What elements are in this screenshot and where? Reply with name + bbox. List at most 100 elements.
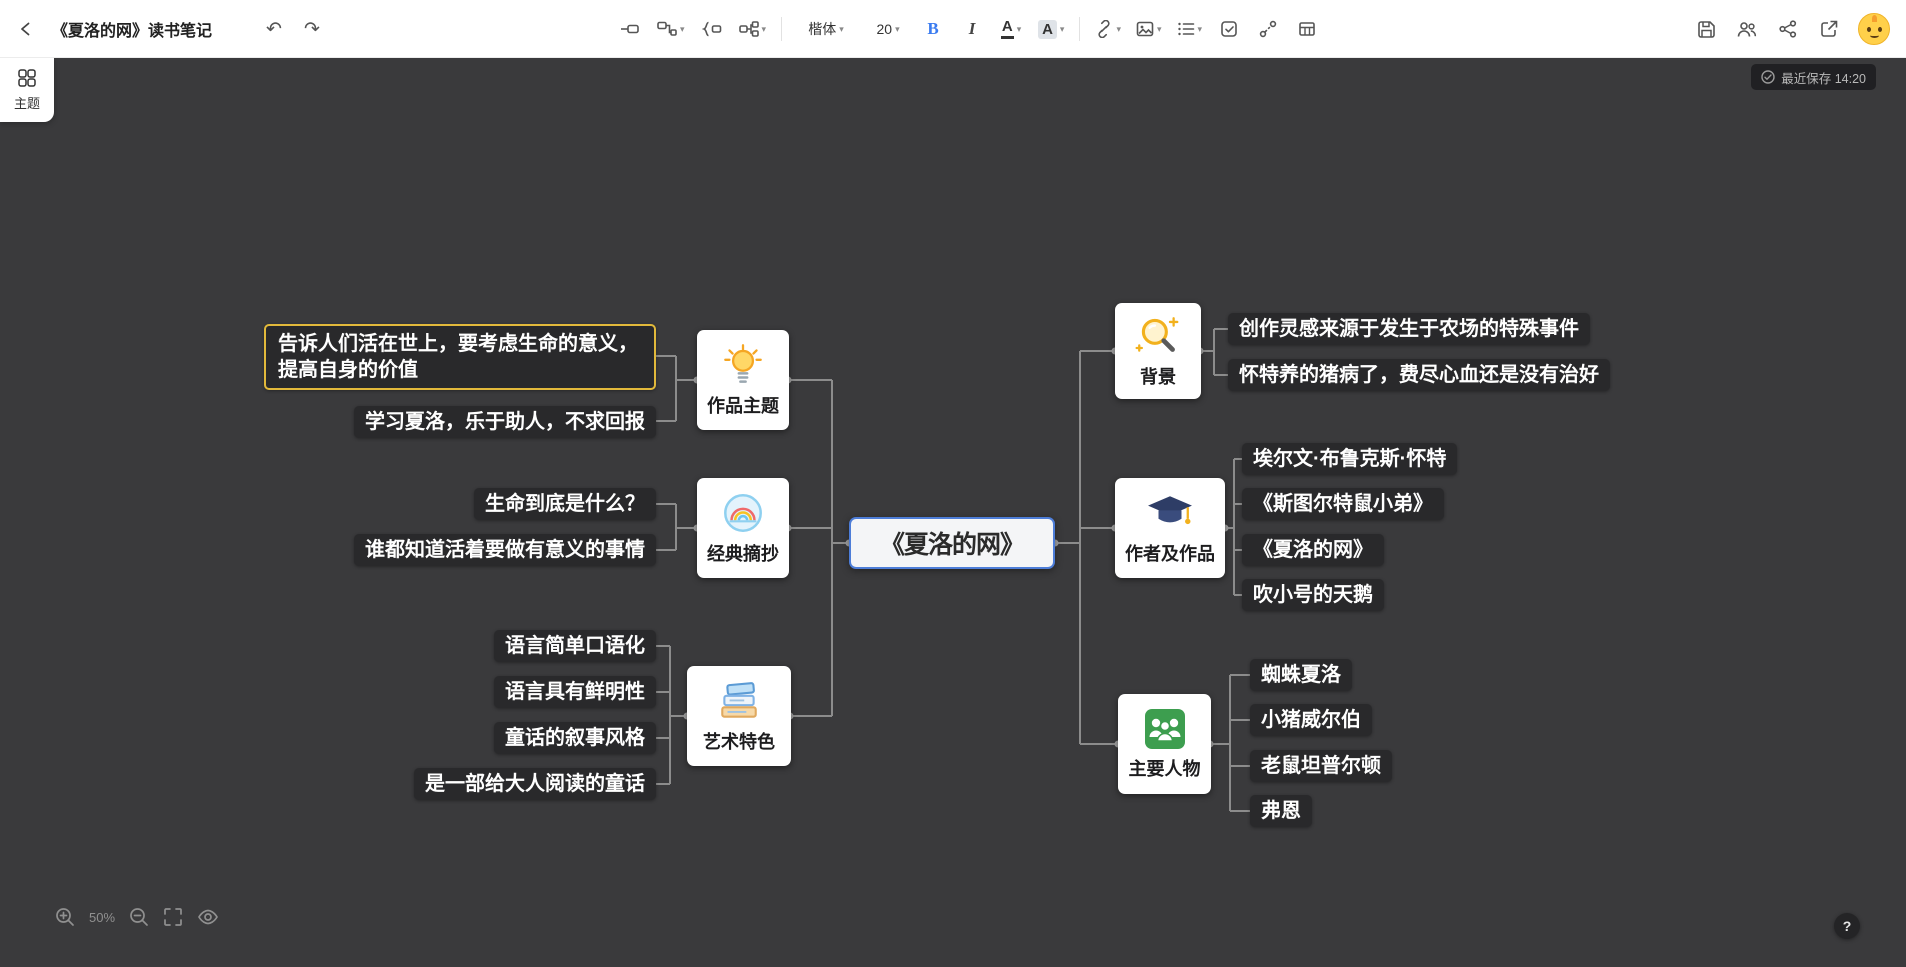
image-icon xyxy=(1136,21,1154,37)
outline-list-icon xyxy=(1177,22,1194,36)
font-color-icon: A xyxy=(1000,19,1014,39)
child-topic[interactable]: 小猪威尔伯 xyxy=(1250,704,1372,736)
child-topic[interactable]: 语言简单口语化 xyxy=(494,630,656,662)
insert-relationship-button[interactable] xyxy=(1256,14,1280,44)
child-topic[interactable]: 语言具有鲜明性 xyxy=(494,676,656,708)
view-mode-button[interactable] xyxy=(197,907,219,927)
avatar-mouth xyxy=(1870,33,1879,38)
people-icon xyxy=(1144,709,1185,749)
child-topic[interactable]: 怀特养的猪病了，费尽心血还是没有治好 xyxy=(1228,359,1610,391)
dropdown-caret-icon: ▾ xyxy=(895,23,900,34)
dropdown-caret-icon: ▾ xyxy=(761,23,767,34)
collaborators-button[interactable] xyxy=(1735,14,1759,44)
magnifier-icon xyxy=(1135,317,1179,352)
books-icon xyxy=(721,682,757,718)
italic-icon: I xyxy=(968,19,976,38)
redo-icon: ↷ xyxy=(304,18,320,40)
branch-topic-characters[interactable]: 主要人物 xyxy=(1118,694,1211,794)
theme-panel-button[interactable]: 主题 xyxy=(0,58,54,122)
help-button[interactable]: ? xyxy=(1834,913,1860,939)
child-topic[interactable]: 老鼠坦普尔顿 xyxy=(1250,750,1392,782)
back-button[interactable] xyxy=(14,14,38,44)
insert-child-topic-button[interactable]: ▾ xyxy=(657,14,685,44)
save-icon xyxy=(1697,20,1715,38)
bold-button[interactable]: B xyxy=(921,14,945,44)
branch-label: 作者及作品 xyxy=(1125,544,1215,564)
undo-icon: ↶ xyxy=(266,18,282,40)
fit-screen-icon xyxy=(164,908,182,926)
child-topic[interactable]: 埃尔文·布鲁克斯·怀特 xyxy=(1242,443,1458,475)
branch-topic-author-works[interactable]: 作者及作品 xyxy=(1115,478,1225,578)
child-topic[interactable]: 谁都知道活着要做有意义的事情 xyxy=(354,534,656,566)
child-topic[interactable]: 生命到底是什么？ xyxy=(474,488,656,520)
insert-summary-button[interactable] xyxy=(700,14,724,44)
avatar-hair xyxy=(1872,15,1877,22)
zoom-in-icon xyxy=(56,908,74,926)
lightbulb-icon xyxy=(724,344,762,383)
zoom-out-icon xyxy=(130,908,148,926)
toolbar-divider xyxy=(1079,17,1081,41)
insert-outline-button[interactable]: ▾ xyxy=(1177,14,1203,44)
theme-grid-icon xyxy=(18,68,36,87)
italic-button[interactable]: I xyxy=(960,14,984,44)
insert-table-button[interactable] xyxy=(1295,14,1319,44)
document-title[interactable]: 《夏洛的网》读书笔记 xyxy=(52,23,213,40)
insert-structure-button[interactable]: ▾ xyxy=(738,14,767,44)
insert-sibling-topic-button[interactable] xyxy=(618,14,642,44)
export-button[interactable] xyxy=(1817,14,1841,44)
child-topic[interactable]: 学习夏洛，乐于助人，不求回报 xyxy=(354,406,656,438)
avatar-eye xyxy=(1878,27,1882,32)
child-topic[interactable]: 童话的叙事风格 xyxy=(494,722,656,754)
save-button[interactable] xyxy=(1694,14,1718,44)
zoom-out-button[interactable] xyxy=(129,907,149,927)
bold-icon: B xyxy=(927,19,939,38)
child-topic[interactable]: 《夏洛的网》 xyxy=(1242,534,1384,566)
branch-label: 经典摘抄 xyxy=(707,544,779,564)
fit-screen-button[interactable] xyxy=(163,907,183,927)
open-external-icon xyxy=(1821,20,1838,37)
branch-topic-excerpts[interactable]: 经典摘抄 xyxy=(697,478,789,578)
child-topic[interactable]: 《斯图尔特鼠小弟》 xyxy=(1242,488,1444,520)
branch-topic-background[interactable]: 背景 xyxy=(1115,303,1201,399)
dropdown-caret-icon: ▾ xyxy=(1116,23,1121,34)
avatar-eye xyxy=(1867,27,1871,32)
chevron-left-icon xyxy=(21,22,30,36)
user-avatar[interactable] xyxy=(1858,13,1890,45)
insert-link-button[interactable]: ▾ xyxy=(1095,14,1121,44)
child-topic-highlighted[interactable]: 告诉人们活在世上，要考虑生命的意义，提高自身的价值 xyxy=(264,324,656,390)
insert-structure-icon xyxy=(738,21,759,37)
dropdown-caret-icon: ▾ xyxy=(839,23,844,34)
child-topic[interactable]: 创作灵感来源于发生于农场的特殊事件 xyxy=(1228,313,1590,345)
font-size-select[interactable]: 20 ▾ xyxy=(870,14,906,44)
root-node[interactable]: 《夏洛的网》 xyxy=(849,517,1055,569)
child-topic[interactable]: 弗恩 xyxy=(1250,795,1312,827)
dropdown-caret-icon: ▾ xyxy=(680,23,685,34)
child-topic[interactable]: 蜘蛛夏洛 xyxy=(1250,659,1352,691)
branch-topic-art-features[interactable]: 艺术特色 xyxy=(687,666,791,766)
insert-image-button[interactable]: ▾ xyxy=(1136,14,1162,44)
share-icon xyxy=(1779,20,1797,38)
undo-button[interactable]: ↶ xyxy=(262,14,286,44)
dropdown-caret-icon: ▾ xyxy=(1156,23,1162,34)
insert-task-button[interactable] xyxy=(1217,14,1241,44)
root-node-label: 《夏洛的网》 xyxy=(879,531,1025,559)
font-family-value: 楷体 xyxy=(808,21,837,37)
font-color-button[interactable]: A ▾ xyxy=(999,14,1023,44)
highlight-color-button[interactable]: A ▾ xyxy=(1038,14,1064,44)
branch-topic-theme[interactable]: 作品主题 xyxy=(697,330,789,430)
check-circle-icon xyxy=(1761,70,1775,84)
save-status-badge: 最近保存 14:20 xyxy=(1751,64,1876,90)
font-family-select[interactable]: 楷体 ▾ xyxy=(797,14,855,44)
insert-summary-icon xyxy=(701,21,721,37)
graduation-cap-icon xyxy=(1148,496,1192,525)
child-topic[interactable]: 是一部给大人阅读的童话 xyxy=(414,768,656,800)
dropdown-caret-icon: ▾ xyxy=(1197,23,1203,34)
share-button[interactable] xyxy=(1776,14,1800,44)
redo-button[interactable]: ↷ xyxy=(300,14,324,44)
dropdown-caret-icon: ▾ xyxy=(1016,23,1022,34)
zoom-level[interactable]: 50% xyxy=(89,909,116,925)
zoom-in-button[interactable] xyxy=(55,907,75,927)
child-topic[interactable]: 吹小号的天鹅 xyxy=(1242,579,1384,611)
